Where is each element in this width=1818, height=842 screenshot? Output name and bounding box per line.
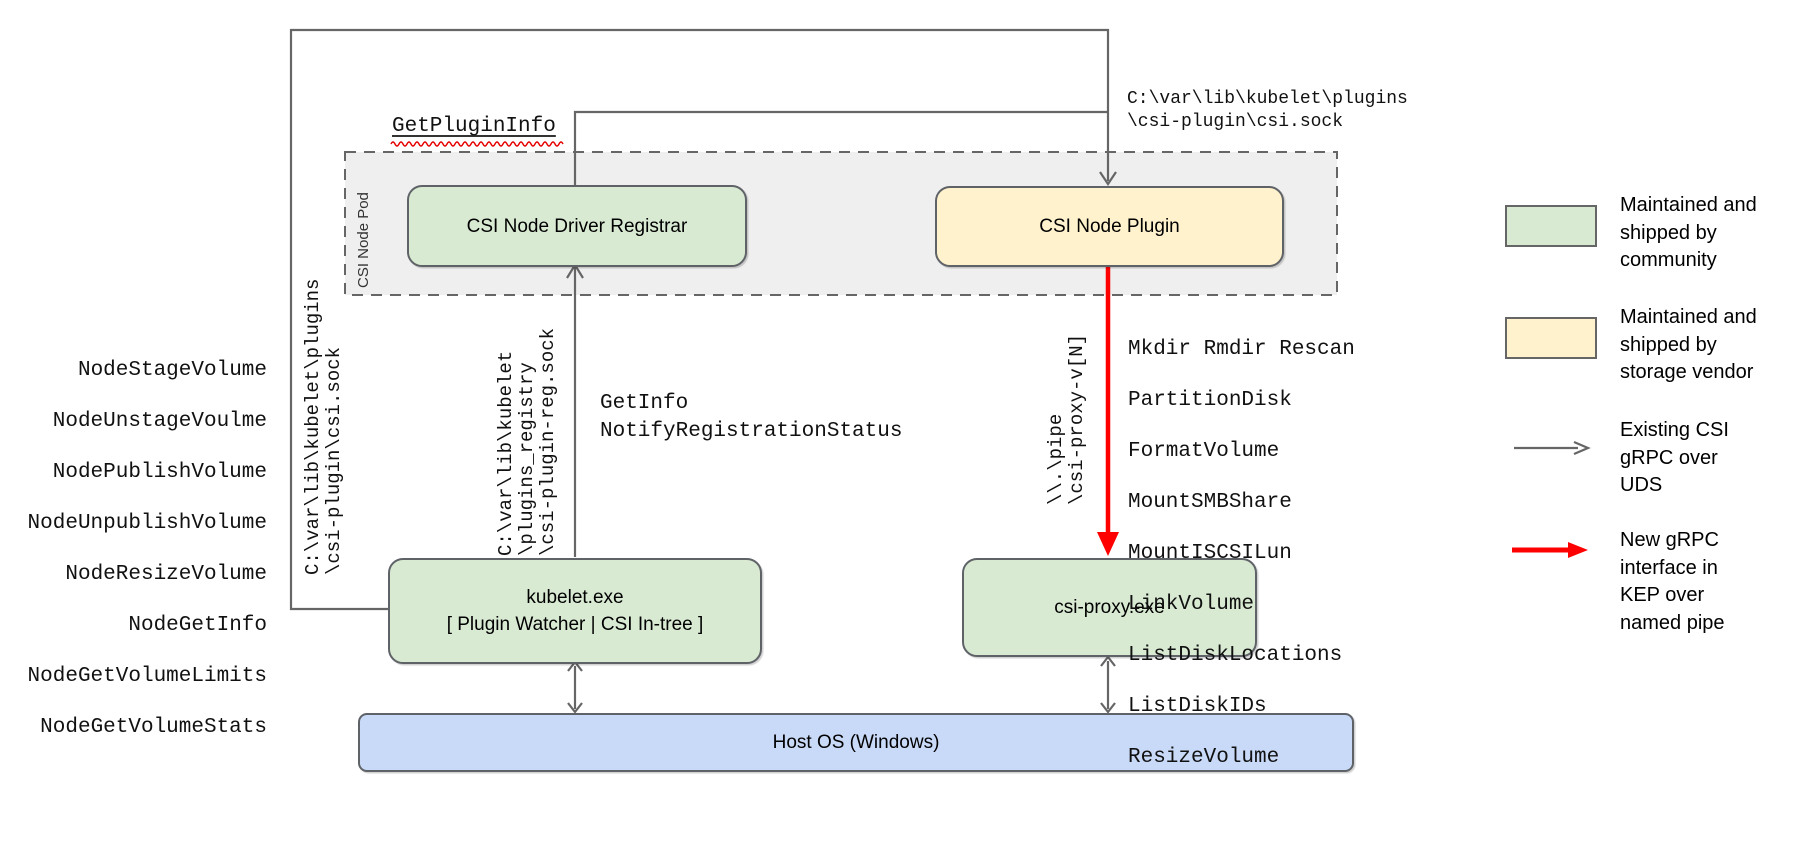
legend-vendor-swatch — [1505, 317, 1597, 359]
proxy-call-item: LinkVolume — [1128, 592, 1255, 616]
proxy-call-item: PartitionDisk — [1128, 388, 1292, 412]
node-call-item: NodeGetVolumeLimits — [27, 664, 267, 688]
csi-proxy-label: csi-proxy.exe — [1054, 597, 1165, 618]
node-call-item: NodeUnstageVoulme — [52, 409, 267, 433]
get-plugin-info-label: GetPluginInfo — [392, 115, 556, 138]
named-pipe-red-arrow-icon — [1512, 542, 1588, 558]
red-arrowhead-icon — [1097, 532, 1119, 556]
kubelet-to-plugin-connector — [289, 28, 1110, 611]
proxy-call-item: MountISCSILun — [1128, 541, 1292, 565]
node-call-item: NodeResizeVolume — [65, 562, 267, 586]
csi-proxy-box: csi-proxy.exe — [962, 558, 1257, 657]
node-call-item: NodePublishVolume — [52, 460, 267, 484]
proxy-call-item: Mkdir Rmdir Rescan — [1128, 337, 1355, 361]
kubelet-title: kubelet.exe — [526, 587, 624, 608]
red-squiggle-icon — [390, 141, 564, 147]
proxy-call-item: FormatVolume — [1128, 439, 1280, 463]
legend-community-text: Maintained and shipped by community — [1620, 194, 1757, 271]
csi-node-plugin-box: CSI Node Plugin — [935, 186, 1284, 267]
host-os-box: Host OS (Windows) — [358, 713, 1354, 772]
named-pipe-path: \\.\pipe \csi-proxy-v[N] — [1045, 333, 1088, 505]
plugin-arrowhead-icon — [1099, 171, 1117, 186]
node-call-item: NodeStageVolume — [77, 358, 267, 382]
plugin-label: CSI Node Plugin — [1039, 216, 1180, 237]
legend-named-pipe-text: New gRPC interface in KEP over named pip… — [1620, 529, 1725, 634]
node-call-item: NodeGetInfo — [128, 613, 267, 637]
csi-sock-path-top: C:\var\lib\kubelet\plugins \csi-plugin\c… — [1127, 89, 1408, 132]
proxy-call-item: ResizeVolume — [1128, 745, 1280, 769]
registry-sock-path: C:\var\lib\kubelet \plugins_registry \cs… — [495, 327, 559, 556]
legend-vendor-text: Maintained and shipped by storage vendor — [1620, 306, 1757, 383]
node-call-item: NodeUnpublishVolume — [27, 511, 267, 535]
down-arrowhead-icon — [1100, 702, 1116, 714]
uds-gray-arrow-icon — [1514, 440, 1591, 456]
registrar-label: CSI Node Driver Registrar — [466, 215, 688, 237]
proxy-call-item: MountSMBShare — [1128, 490, 1292, 514]
registration-calls-label: GetInfo NotifyRegistrationStatus — [600, 392, 903, 443]
csi-node-driver-registrar-box: CSI Node Driver Registrar — [407, 185, 747, 267]
up-arrowhead-icon — [1100, 655, 1116, 667]
kubelet-box: kubelet.exe [ Plugin Watcher | CSI In-tr… — [388, 558, 762, 664]
legend-community-swatch — [1505, 205, 1597, 247]
proxy-call-item: ListDiskIDs — [1128, 694, 1267, 718]
node-calls-list: NodeStageVolume NodeUnstageVoulme NodePu… — [17, 332, 267, 766]
host-os-label: Host OS (Windows) — [772, 732, 940, 753]
node-call-item: NodeGetVolumeStats — [40, 715, 267, 739]
csi-node-pod-label: CSI Node Pod — [355, 192, 372, 288]
registrar-to-plugin-connector — [573, 110, 1108, 186]
down-arrowhead-icon — [567, 702, 583, 714]
proxy-calls-list: Mkdir Rmdir Rescan PartitionDisk FormatV… — [1128, 311, 1355, 796]
proxy-call-item: ListDiskLocations — [1128, 643, 1343, 667]
legend-uds-text: Existing CSI gRPC over UDS — [1620, 419, 1729, 496]
kubelet-subtitle: [ Plugin Watcher | CSI In-tree ] — [446, 614, 704, 635]
csi-sock-path-left: C:\var\lib\kubelet\plugins \csi-plugin\c… — [302, 278, 345, 575]
